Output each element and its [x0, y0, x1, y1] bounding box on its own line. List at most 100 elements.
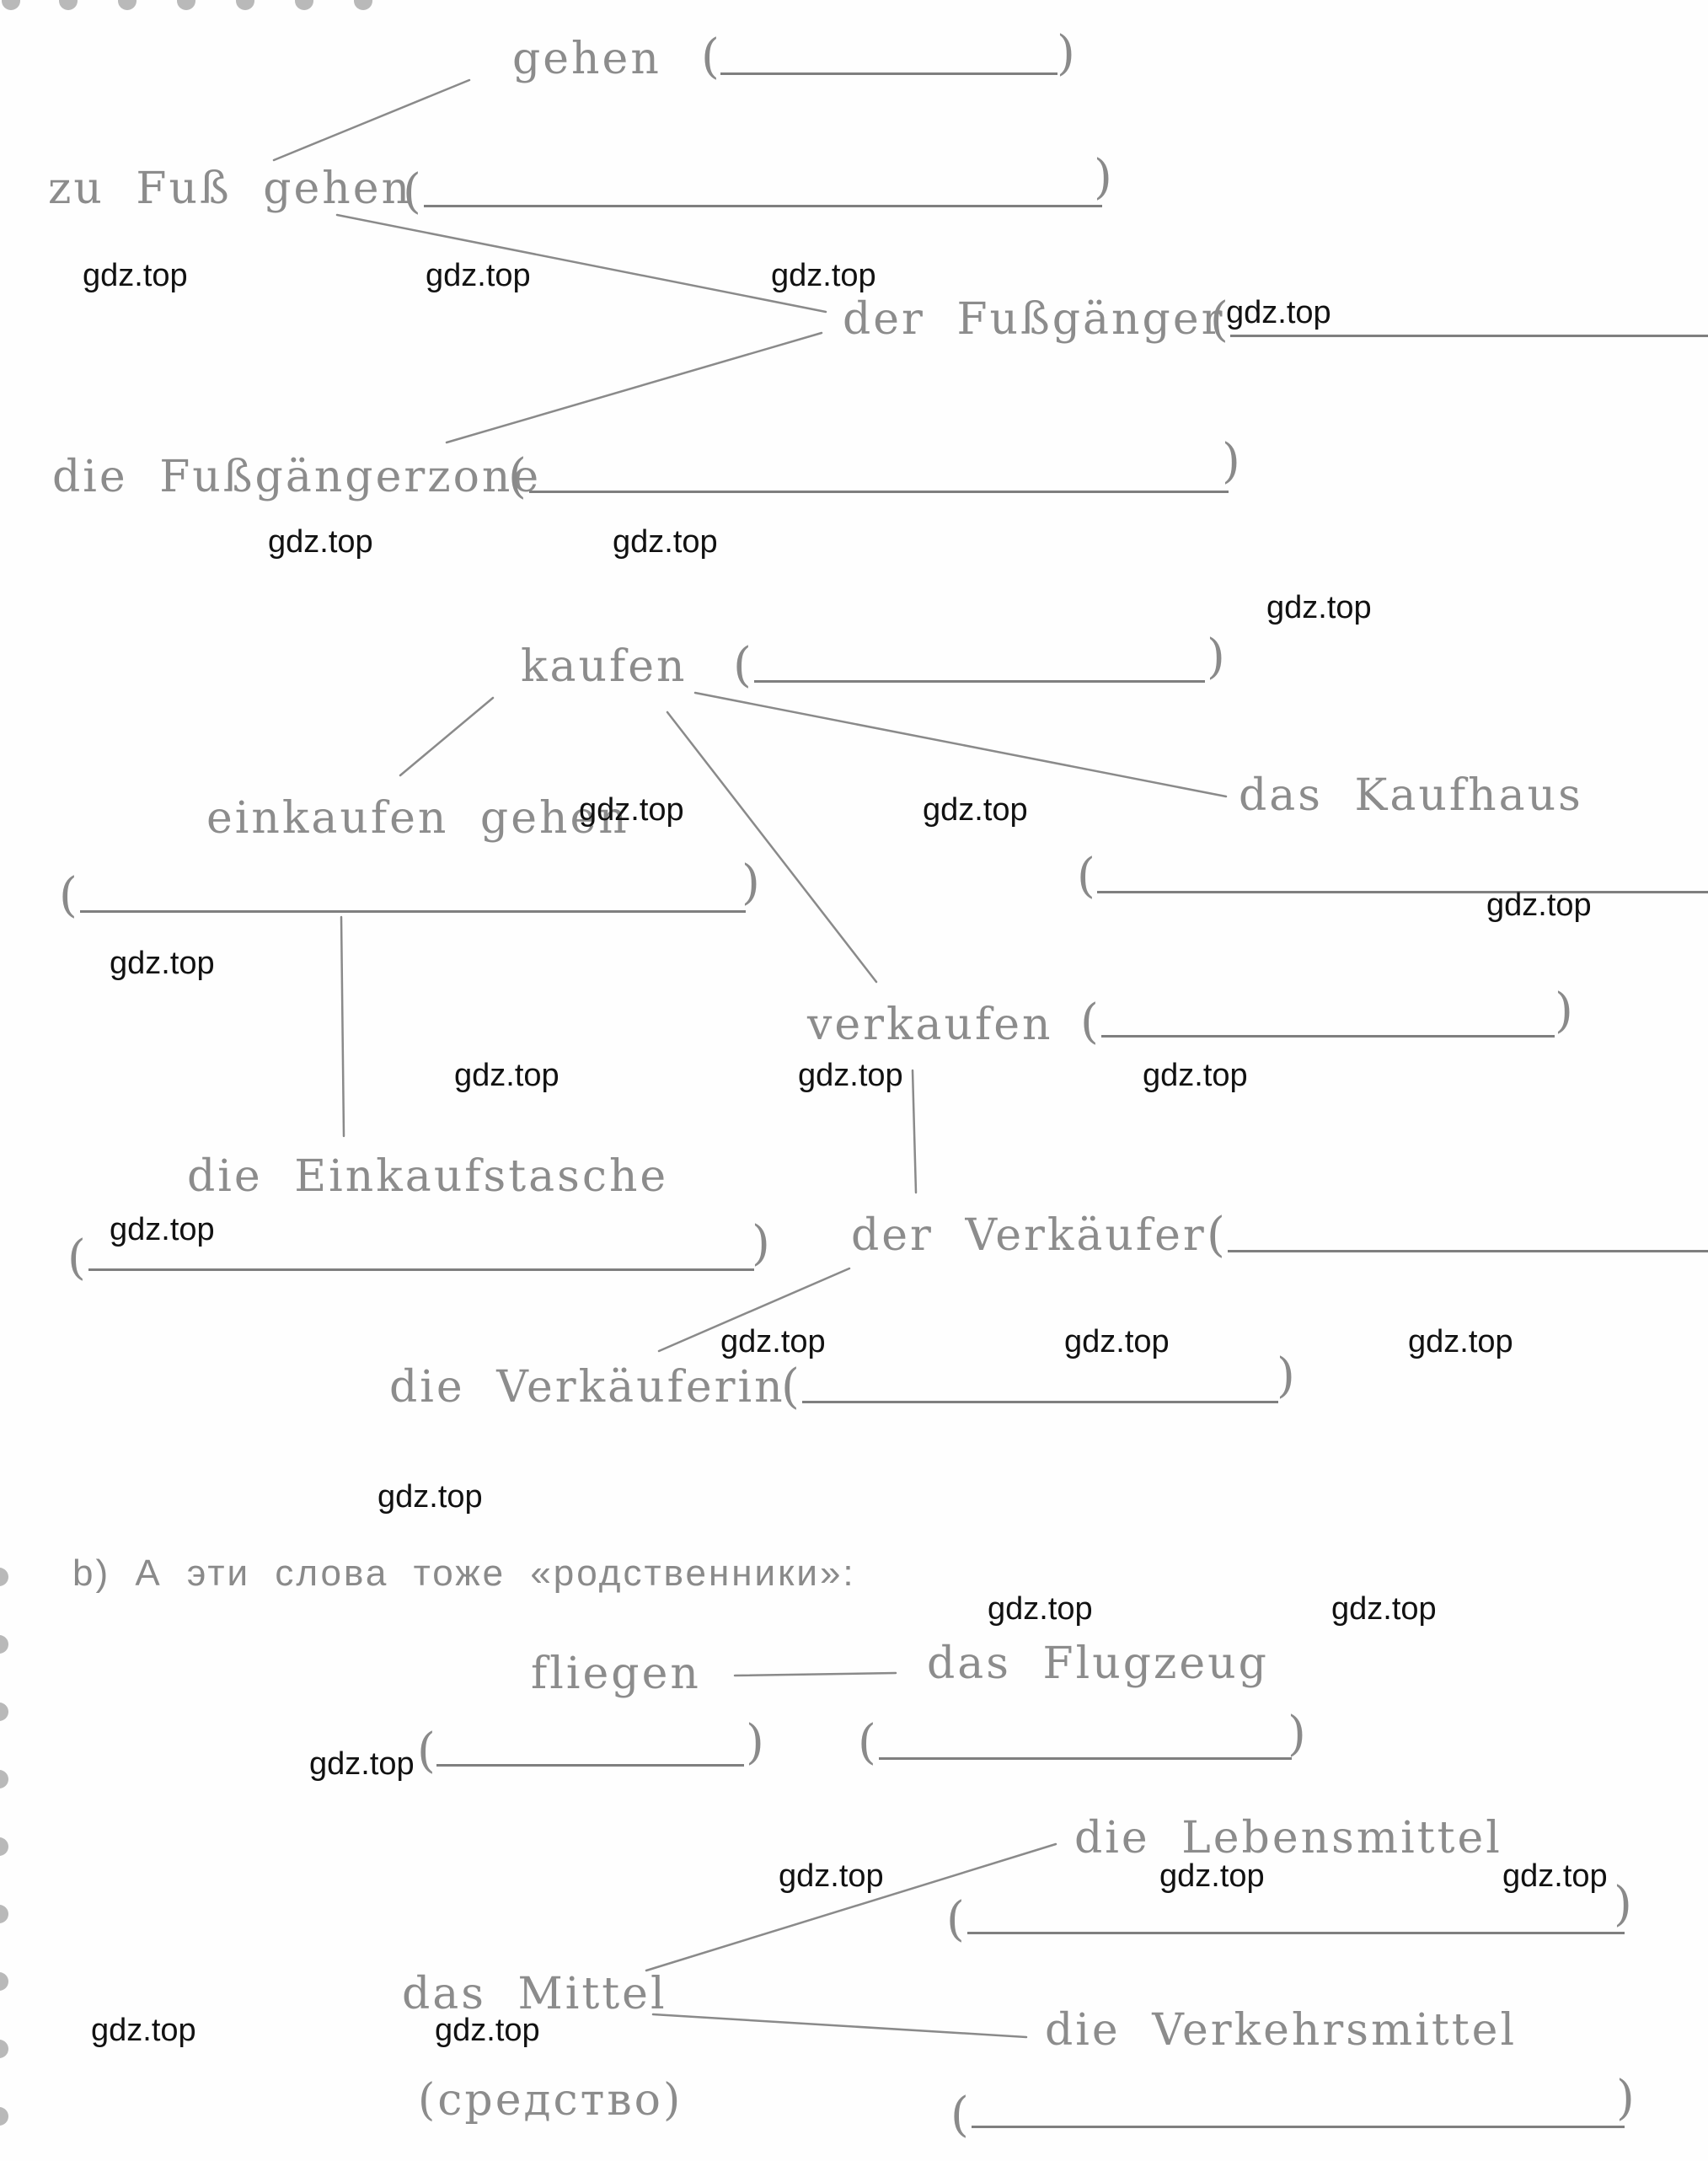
- watermark: gdz.top: [309, 1746, 415, 1782]
- close-paren: ): [1555, 984, 1573, 1038]
- watermark: gdz.top: [1143, 1058, 1248, 1093]
- word-die-verkaeuferin: die Verkäuferin: [389, 1362, 785, 1413]
- answer-blank-zu-fuss-gehen[interactable]: [424, 205, 1102, 207]
- close-paren: ): [1207, 630, 1225, 684]
- word-der-verkaeufer: der Verkäufer: [851, 1210, 1207, 1261]
- answer-blank-die-verkaeuferin[interactable]: [802, 1401, 1278, 1403]
- watermark: gdz.top: [779, 1858, 884, 1894]
- watermark: gdz.top: [613, 524, 718, 560]
- close-paren: ): [1057, 26, 1075, 81]
- word-die-lebensmittel: die Lebensmittel: [1074, 1813, 1502, 1863]
- watermark: gdz.top: [1331, 1591, 1437, 1627]
- word-verkaufen: verkaufen: [807, 1000, 1053, 1050]
- answer-blank-das-kaufhaus[interactable]: [1097, 891, 1708, 893]
- answer-blank-der-fussgaenger[interactable]: [1230, 335, 1708, 337]
- open-paren: (: [417, 1724, 436, 1778]
- word-gehen: gehen: [512, 34, 661, 84]
- answer-blank-die-lebensmittel[interactable]: [967, 1932, 1625, 1934]
- word-das-mittel-translation: (средство): [418, 2075, 683, 2126]
- watermark: gdz.top: [377, 1479, 483, 1515]
- line-fussgaenger-fussgaengerzone: [445, 331, 823, 444]
- answer-blank-die-fussgaengerzone[interactable]: [529, 491, 1229, 493]
- watermark: gdz.top: [579, 792, 684, 828]
- word-die-einkaufstasche: die Einkaufstasche: [187, 1151, 669, 1202]
- answer-blank-gehen[interactable]: [720, 72, 1057, 75]
- open-paren: (: [403, 164, 421, 219]
- word-die-verkehrsmittel: die Verkehrsmittel: [1045, 2005, 1518, 2056]
- line-gehen-zu-fuss-gehen: [272, 78, 471, 162]
- watermark: gdz.top: [988, 1591, 1093, 1627]
- line-zu-fuss-gehen-fussgaenger: [335, 213, 827, 314]
- line-mittel-lebensmittel: [645, 1842, 1057, 1972]
- open-paren: (: [59, 868, 78, 923]
- line-kaufen-kaufhaus: [693, 691, 1228, 798]
- watermark: gdz.top: [1159, 1858, 1265, 1894]
- watermark: gdz.top: [83, 258, 188, 293]
- watermark: gdz.top: [91, 2013, 196, 2048]
- close-paren: ): [1616, 2071, 1635, 2126]
- section-b-heading: b) А эти слова тоже «родственники»:: [72, 1552, 856, 1594]
- line-einkaufen-einkaufstasche: [340, 915, 345, 1138]
- word-fliegen: fliegen: [531, 1649, 701, 1699]
- watermark: gdz.top: [923, 792, 1028, 828]
- line-verkaufen-verkaeufer: [911, 1069, 918, 1194]
- line-verkaeufer-verkaeuferin: [657, 1267, 851, 1353]
- answer-blank-einkaufen-gehen[interactable]: [80, 910, 746, 913]
- open-paren: (: [1077, 849, 1095, 904]
- answer-blank-die-verkehrsmittel[interactable]: [972, 2126, 1625, 2128]
- watermark: gdz.top: [720, 1324, 826, 1359]
- close-paren: ): [1222, 434, 1240, 489]
- watermark: gdz.top: [268, 524, 373, 560]
- watermark: gdz.top: [1502, 1858, 1608, 1894]
- close-paren: ): [1288, 1707, 1306, 1762]
- close-paren: ): [1277, 1349, 1295, 1403]
- word-zu-fuss-gehen: zu Fuß gehen: [48, 164, 413, 214]
- open-paren: (: [1207, 1208, 1225, 1263]
- open-paren: (: [508, 449, 527, 504]
- line-kaufen-einkaufen: [399, 696, 495, 777]
- answer-blank-verkaufen[interactable]: [1101, 1035, 1555, 1038]
- line-kaufen-verkaufen: [666, 711, 878, 984]
- word-das-mittel: das Mittel: [402, 1969, 667, 2019]
- watermark: gdz.top: [426, 258, 531, 293]
- watermark: gdz.top: [771, 258, 876, 293]
- open-paren: (: [701, 29, 720, 84]
- answer-blank-der-verkaeufer[interactable]: [1228, 1250, 1708, 1252]
- open-paren: (: [1210, 292, 1229, 347]
- word-kaufen: kaufen: [521, 641, 688, 692]
- answer-blank-fliegen[interactable]: [436, 1764, 744, 1767]
- close-paren: ): [742, 855, 760, 910]
- watermark: gdz.top: [454, 1058, 560, 1093]
- word-die-fussgaengerzone: die Fußgängerzone: [52, 452, 542, 502]
- answer-blank-die-einkaufstasche[interactable]: [88, 1268, 754, 1271]
- watermark: gdz.top: [1226, 295, 1331, 330]
- watermark: gdz.top: [110, 1212, 215, 1247]
- answer-blank-kaufen[interactable]: [754, 680, 1205, 683]
- watermark: gdz.top: [1064, 1324, 1170, 1359]
- word-das-flugzeug: das Flugzeug: [927, 1638, 1269, 1689]
- open-paren: (: [858, 1715, 876, 1770]
- open-paren: (: [946, 1892, 965, 1947]
- close-paren: ): [752, 1216, 770, 1271]
- open-paren: (: [781, 1359, 800, 1414]
- close-paren: ): [1614, 1877, 1632, 1932]
- line-fliegen-flugzeug: [733, 1671, 897, 1677]
- line-mittel-verkehrsmittel: [651, 2013, 1028, 2039]
- watermark: gdz.top: [1266, 590, 1372, 625]
- close-paren: ): [1094, 150, 1112, 205]
- watermark: gdz.top: [110, 946, 215, 981]
- watermark: gdz.top: [435, 2013, 540, 2048]
- word-das-kaufhaus: das Kaufhaus: [1239, 770, 1583, 821]
- open-paren: (: [733, 638, 752, 693]
- open-paren: (: [67, 1231, 86, 1285]
- answer-blank-das-flugzeug[interactable]: [879, 1757, 1292, 1760]
- watermark: gdz.top: [1486, 887, 1592, 923]
- watermark: gdz.top: [1408, 1324, 1513, 1359]
- watermark: gdz.top: [798, 1058, 903, 1093]
- close-paren: ): [746, 1715, 764, 1770]
- word-einkaufen-gehen: einkaufen gehen: [206, 793, 629, 844]
- word-der-fussgaenger: der Fußgänger: [843, 294, 1225, 345]
- open-paren: (: [950, 2088, 969, 2142]
